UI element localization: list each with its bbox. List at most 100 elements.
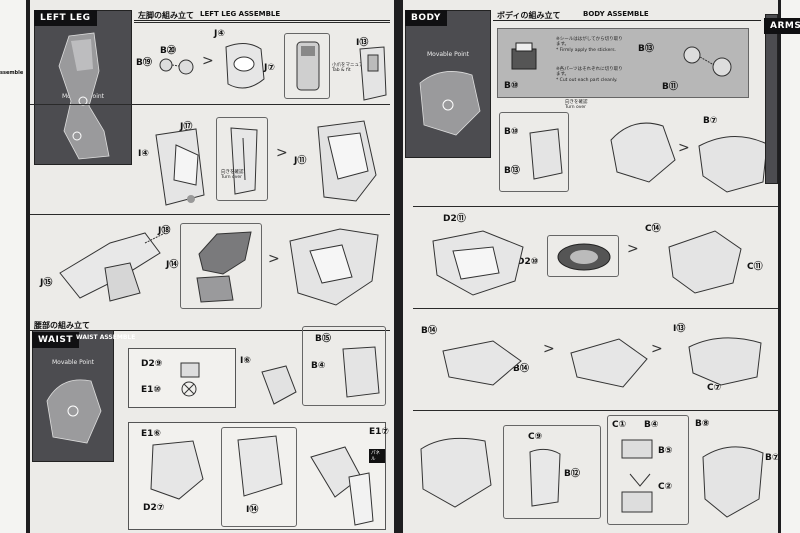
part-label: I⑬	[673, 324, 686, 334]
body-render	[419, 71, 481, 136]
part-diagram	[621, 439, 653, 513]
part-diagram	[159, 58, 194, 75]
part-label: E1⑥	[141, 429, 162, 439]
part-label: B⑮	[315, 334, 331, 344]
next-page-edge	[781, 0, 800, 533]
movable-point-label: Movable Point	[426, 51, 470, 58]
detail-inset: B⑮ B④	[302, 326, 386, 406]
step-arrow: >	[543, 341, 555, 357]
part-label: C①	[612, 420, 627, 430]
part-label: D2⑨	[141, 359, 163, 369]
body-header-en: BODY ASSEMBLE	[583, 10, 649, 18]
waist-render	[46, 379, 102, 444]
part-label: I⑥	[240, 356, 251, 366]
part-diagram	[289, 228, 379, 306]
part-label: B⑳	[160, 46, 176, 56]
part-diagram	[296, 41, 320, 91]
sticker-note-2: ※各パーツはそれぞれに切り取ります。* Cut out each part cl…	[556, 67, 626, 83]
sticker-note-2-en: * Cut out each part cleanly.	[556, 77, 618, 83]
part-label: B⑩	[504, 127, 519, 137]
part-label: C⑦	[707, 383, 722, 393]
left-instruction-page: LEFT LEG Movable Point LEFT LEG 左脚の組み立て …	[30, 0, 394, 533]
part-label: B④	[311, 361, 326, 371]
part-label: B⑭	[421, 326, 437, 336]
part-label: B⑩	[504, 81, 519, 91]
left-leg-header-en: LEFT LEG ASSEMBLE	[200, 10, 281, 18]
part-diagram	[359, 46, 387, 101]
body-header	[493, 8, 761, 21]
part-diagram	[59, 232, 166, 302]
detail-inset	[547, 235, 619, 277]
body-movable-panel: Movable Point	[405, 10, 491, 158]
part-label: D2⑦	[143, 503, 165, 513]
part-label: C②	[658, 482, 673, 492]
part-label: B⑦	[765, 453, 778, 463]
step-arrow: >	[651, 341, 663, 357]
part-label: B⑦	[703, 116, 718, 126]
part-diagram	[310, 446, 374, 526]
arms-tab: ARMS	[764, 18, 800, 34]
part-diagram	[529, 128, 563, 180]
step-arrow: >	[268, 251, 280, 267]
part-label: C⑭	[645, 224, 661, 234]
part-diagram	[702, 446, 764, 518]
part-label: J⑭	[166, 260, 179, 270]
part-diagram	[529, 448, 561, 507]
part-label: J⑮	[40, 278, 53, 288]
sticker-note-1: ※シールははがしてから切り取ります。* Firmly apply the sti…	[556, 37, 626, 53]
step-arrow: >	[202, 53, 214, 69]
part-label: C⑪	[747, 262, 763, 272]
sticker-note-1-jp: ※シールははがしてから切り取ります。	[556, 37, 623, 48]
part-label: B⑤	[658, 446, 673, 456]
part-diagram	[342, 346, 380, 398]
part-label: B⑬	[504, 166, 520, 176]
left-leg-step-3: J⑱ J⑮ J⑭ >	[30, 214, 390, 316]
body-header-jp: ボディの組み立て	[497, 11, 561, 20]
part-diagram	[683, 46, 732, 77]
part-diagram	[261, 365, 297, 405]
previous-page-edge: ssemble	[0, 0, 26, 533]
part-label: B⑧	[695, 419, 710, 429]
part-diagram	[317, 120, 377, 202]
sticker-instruction-box: B⑩ ※シールははがしてから切り取ります。* Firmly apply the …	[497, 28, 749, 98]
detail-inset	[284, 33, 330, 99]
part-label: B⑲	[136, 58, 152, 68]
part-label: J⑦	[264, 63, 275, 73]
part-diagram	[570, 338, 648, 388]
part-diagram	[698, 135, 768, 193]
part-diagram	[668, 230, 742, 294]
part-diagram	[225, 43, 265, 89]
step-arrow: >	[276, 145, 288, 161]
part-label: D2⑪	[443, 214, 466, 224]
sticker-diagram	[511, 42, 537, 70]
waist-header-jp: 腰部の組み立て	[34, 321, 90, 330]
sticker-note-2-jp: ※各パーツはそれぞれに切り取ります。	[556, 67, 623, 78]
part-diagram	[420, 437, 492, 508]
left-leg-tab: LEFT LEG	[34, 10, 97, 26]
detail-inset: C⑨ B⑫	[503, 425, 601, 519]
arms-movable-panel	[765, 14, 778, 184]
body-tab: BODY	[405, 10, 447, 26]
previous-page-text: ssemble	[0, 70, 24, 76]
part-label: J⑱	[158, 226, 171, 236]
movable-point-label: Movable Point	[51, 359, 95, 366]
part-diagram	[196, 231, 252, 303]
detail-inset: I⑭	[221, 427, 297, 527]
waist-step-1: D2⑨ E1⑩	[128, 348, 236, 408]
sticker-note-1-en: * Firmly apply the stickers.	[556, 47, 616, 53]
part-label: D2⑩	[517, 257, 539, 267]
part-label: I⑬	[356, 38, 369, 48]
part-label: E1⑩	[141, 385, 162, 395]
step-arrow: >	[627, 241, 639, 257]
part-label: B⑬	[638, 44, 654, 54]
part-label: B⑭	[513, 364, 529, 374]
part-diagram	[180, 362, 200, 397]
part-label: J⑰	[180, 122, 193, 132]
part-label: B⑪	[662, 82, 678, 92]
part-label: C⑨	[528, 432, 543, 442]
